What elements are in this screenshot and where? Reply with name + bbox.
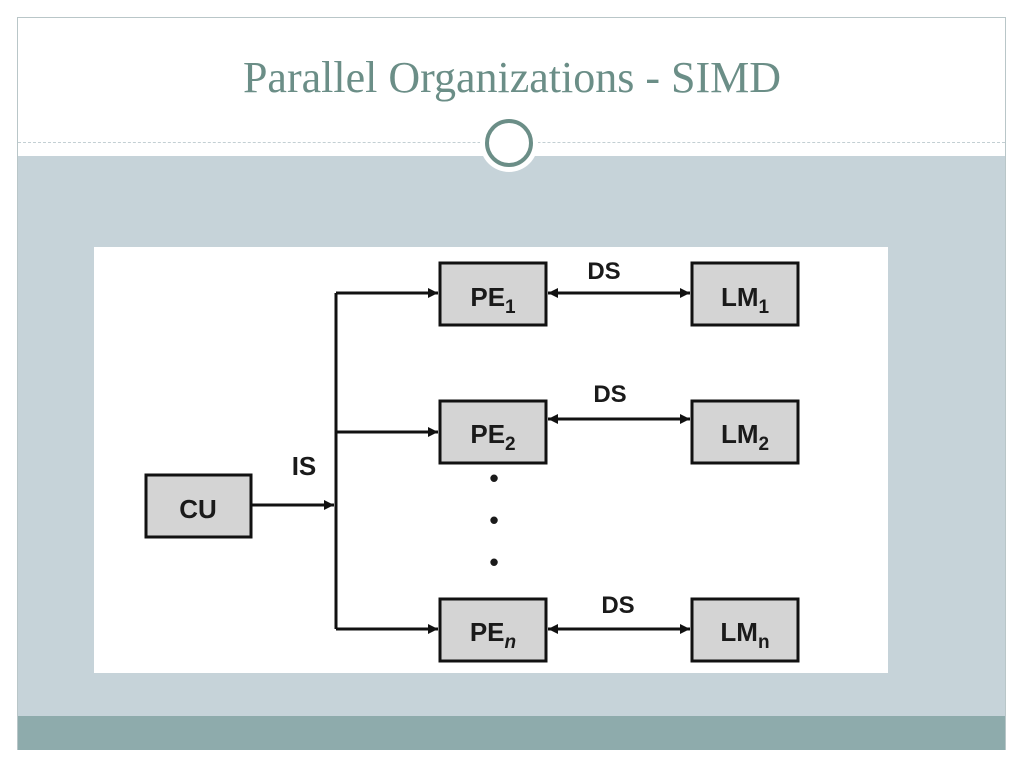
svg-text:LMn: LMn <box>720 617 769 653</box>
lm-subscript: 1 <box>758 297 769 318</box>
data-stream-label-1: DS <box>587 258 620 285</box>
footer-band <box>18 716 1005 750</box>
control-unit-box: CU <box>144 473 253 539</box>
lm-label: LM <box>721 282 759 312</box>
instruction-stream-label: IS <box>292 451 317 481</box>
pe-subscript: n <box>505 632 517 653</box>
pe-label: PE <box>470 617 505 647</box>
svg-text:LM2: LM2 <box>721 419 769 455</box>
ellipsis-dot-2: • <box>489 505 498 535</box>
svg-text:PEn: PEn <box>470 617 516 653</box>
pe-box-2: PE2 <box>438 399 548 465</box>
local-memory-box-n: LMn <box>690 597 800 663</box>
local-memory-box-1: LM1 <box>690 261 800 327</box>
lm-subscript: 2 <box>758 434 769 455</box>
pe-label: PE <box>470 419 505 449</box>
simd-diagram: CU IS PE1 DS LM1 PE2 DS LM2 <box>144 258 800 663</box>
lm-label: LM <box>720 617 758 647</box>
pe-subscript: 1 <box>505 297 516 318</box>
ellipsis-dot-3: • <box>489 547 498 577</box>
lm-subscript: n <box>758 632 770 653</box>
data-stream-label-2: DS <box>593 381 626 408</box>
lm-label: LM <box>721 419 759 449</box>
ellipsis-dot-1: • <box>489 463 498 493</box>
data-stream-label-n: DS <box>601 592 634 619</box>
pe-box-n: PEn <box>438 597 548 663</box>
pe-subscript: 2 <box>505 434 516 455</box>
control-unit-label: CU <box>179 494 217 524</box>
divider-circle-icon <box>480 114 538 172</box>
simd-diagram-panel: CU IS PE1 DS LM1 PE2 DS LM2 <box>94 247 888 673</box>
local-memory-box-2: LM2 <box>690 399 800 465</box>
pe-label: PE <box>470 282 505 312</box>
svg-text:LM1: LM1 <box>721 282 770 318</box>
svg-text:PE1: PE1 <box>470 282 516 318</box>
pe-box-1: PE1 <box>438 261 548 327</box>
svg-text:PE2: PE2 <box>470 419 515 455</box>
slide-title: Parallel Organizations - SIMD <box>242 53 782 102</box>
